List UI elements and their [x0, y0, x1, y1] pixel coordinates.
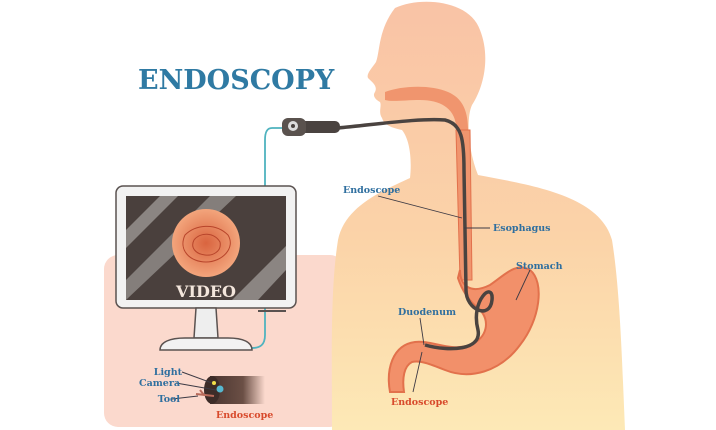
video-monitor: VIDEO	[115, 185, 297, 351]
label-duodenum: Duodenum	[398, 307, 456, 318]
endoscope-tip-detail	[171, 371, 265, 404]
label-stomach: Stomach	[516, 261, 563, 272]
stomach	[387, 266, 540, 393]
label-camera: Camera	[139, 378, 180, 389]
label-endoscope: Endoscope	[343, 185, 400, 196]
endoscopic-image	[172, 209, 240, 277]
page-title: ENDOSCOPY	[138, 65, 335, 96]
human-silhouette	[331, 1, 625, 430]
label-endoscope-lower: Endoscope	[391, 397, 448, 408]
label-tip-endoscope: Endoscope	[216, 410, 273, 421]
label-tool: Tool	[158, 394, 181, 405]
screen-text: VIDEO	[175, 282, 236, 301]
endoscope-handle	[282, 118, 340, 136]
label-light: Light	[154, 367, 183, 378]
endoscope-tube	[337, 117, 494, 351]
label-esophagus: Esophagus	[493, 223, 551, 234]
